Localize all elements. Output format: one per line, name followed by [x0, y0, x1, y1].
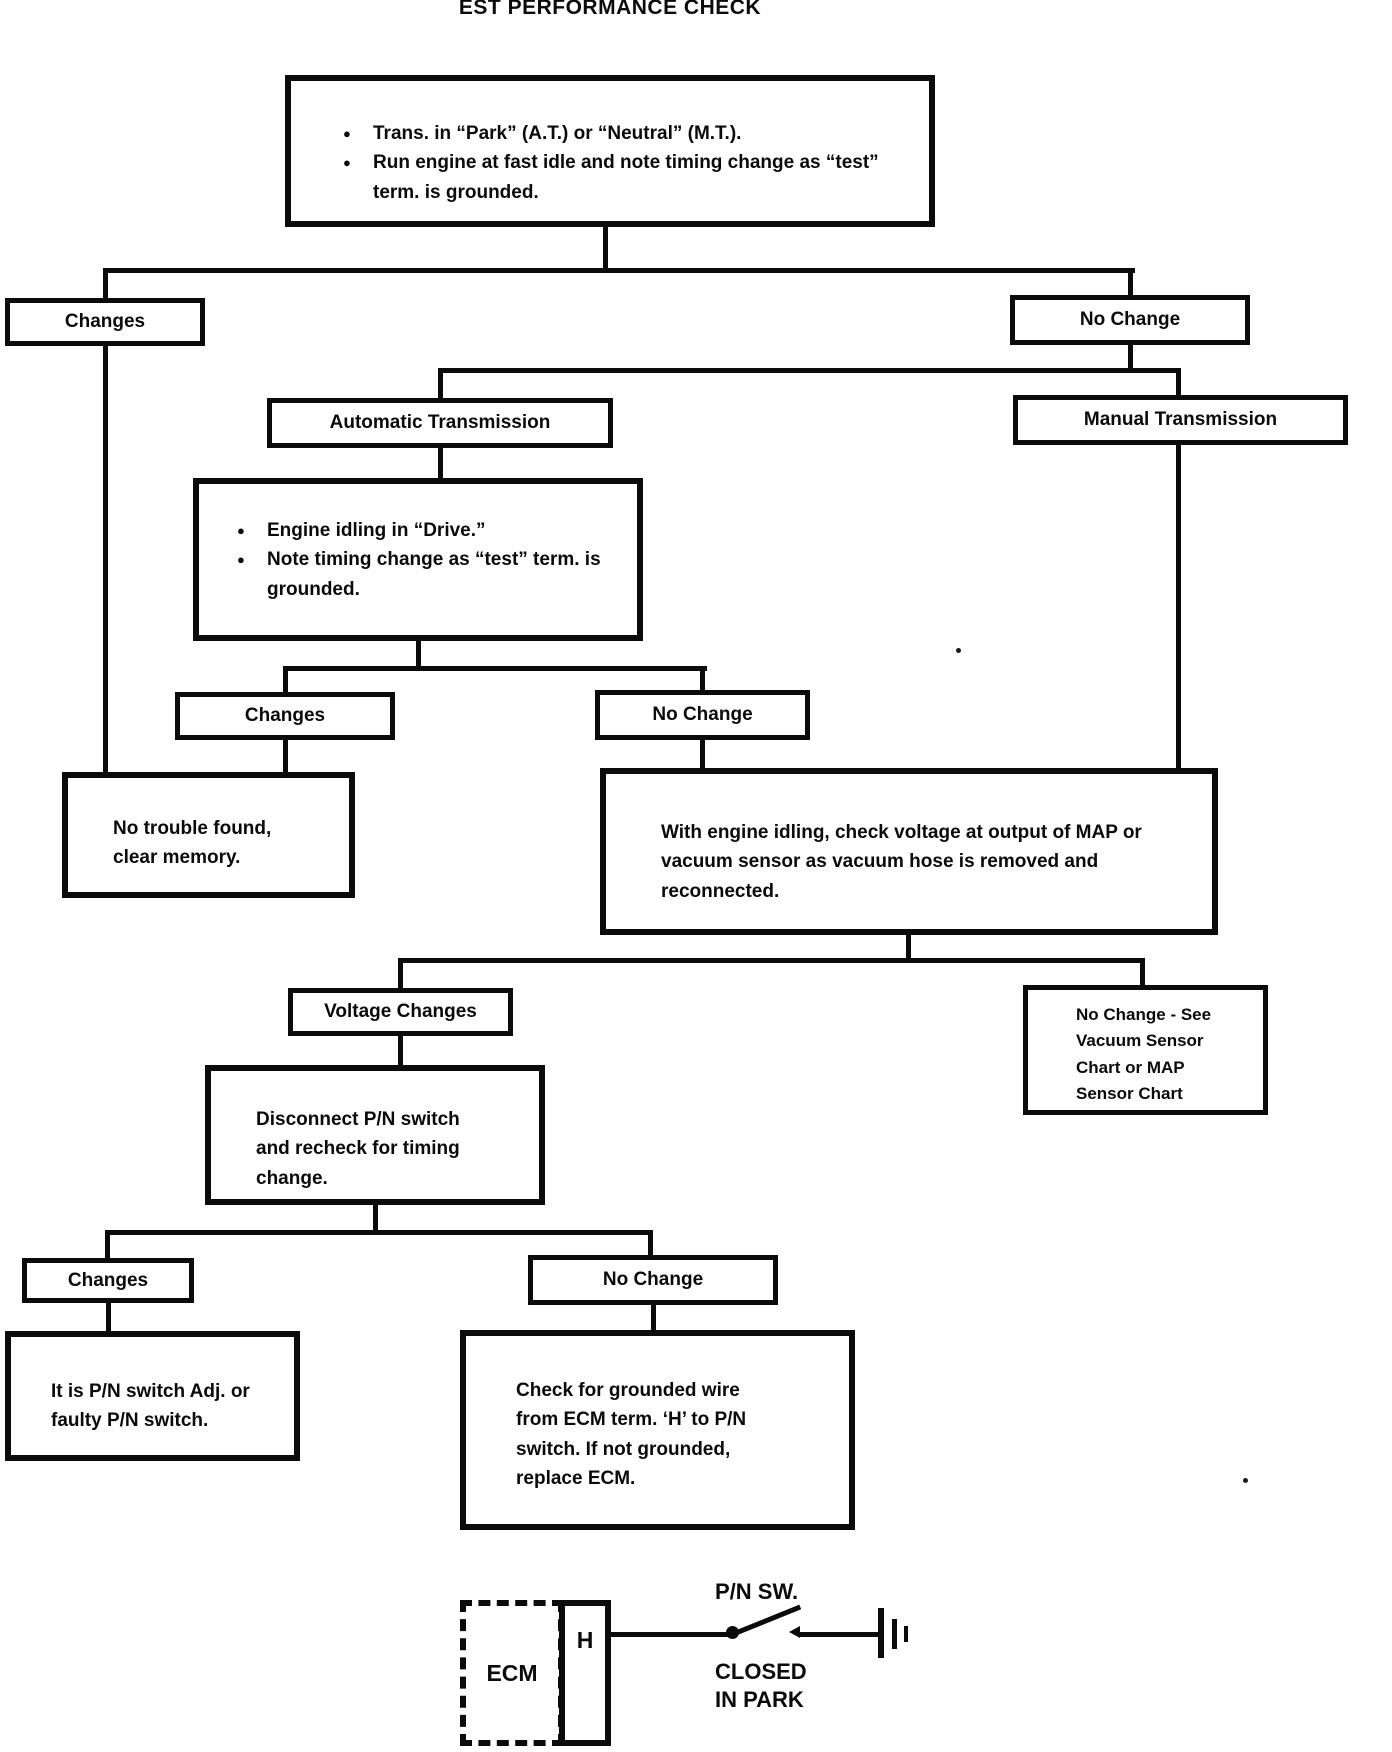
bullet-icon [343, 119, 373, 148]
h-terminal-label: H [576, 1627, 594, 1653]
connector-no-change1-stub [1128, 343, 1133, 371]
connector-branch5-left-drop [105, 1230, 110, 1260]
scan-speck [1243, 1478, 1248, 1483]
flow-node-automatic-transmission: Automatic Transmission [267, 398, 613, 448]
page-title: EST PERFORMANCE CHECK [458, 0, 762, 19]
label-no-change-1: No Change [1010, 295, 1250, 345]
label-no-change-2: No Change [595, 690, 810, 740]
drive-check-bullet-2: Note timing change as “test” term. is gr… [267, 549, 601, 600]
label-text: Automatic Transmission [329, 412, 551, 433]
connector-branch4-left-drop [398, 958, 403, 990]
drive-check-bullet-1: Engine idling in “Drive.” [267, 520, 486, 541]
label-text: Manual Transmission [1083, 409, 1278, 430]
connector-branch4-hline [398, 958, 1145, 963]
switch-state-line-2: IN PARK [715, 1686, 804, 1712]
connector-branch1-right-drop [1128, 268, 1133, 298]
label-text: No Change [602, 1269, 704, 1290]
connector-branch1-hline [103, 268, 1135, 273]
bullet-icon [237, 545, 267, 574]
bullet-icon [343, 148, 373, 177]
h-terminal-box: H [559, 1600, 611, 1746]
connector-branch5-hline [105, 1230, 653, 1235]
label-changes-3: Changes [22, 1258, 194, 1303]
connector-no-change3-to-result [651, 1303, 656, 1332]
label-changes-1: Changes [5, 298, 205, 346]
flow-node-pn-switch-adjust: It is P/N switch Adj. or faulty P/N swit… [5, 1331, 300, 1461]
connector-start-stub [603, 225, 608, 272]
connector-branch2-right-drop [1176, 368, 1181, 398]
connector-auto-to-drive-check [438, 446, 443, 481]
scan-speck [956, 648, 961, 653]
label-text: Changes [244, 705, 326, 726]
ground-symbol-bar-2 [892, 1619, 897, 1649]
closed-in-park-label: CLOSED IN PARK [715, 1658, 807, 1713]
instruction-text: Disconnect P/N switch and recheck for ti… [256, 1109, 460, 1189]
connector-branch2-hline [438, 368, 1181, 373]
flow-node-manual-transmission: Manual Transmission [1013, 395, 1348, 445]
connector-branch3-hline [283, 666, 707, 671]
result-text: No Change - See Vacuum Sensor Chart or M… [1076, 1005, 1212, 1104]
start-bullet-2: Run engine at fast idle and note timing … [373, 152, 879, 203]
flow-node-start: Trans. in “Park” (A.T.) or “Neutral” (M.… [285, 75, 935, 227]
start-bullet-1: Trans. in “Park” (A.T.) or “Neutral” (M.… [373, 123, 742, 144]
result-text: It is P/N switch Adj. or faulty P/N swit… [51, 1381, 250, 1432]
label-text: No Change [652, 704, 753, 725]
flow-node-drive-check: Engine idling in “Drive.” Note timing ch… [193, 478, 643, 641]
flow-node-no-change-see-chart: No Change - See Vacuum Sensor Chart or M… [1023, 985, 1268, 1115]
label-changes-2: Changes [175, 692, 395, 740]
ecm-box: ECM [460, 1600, 564, 1746]
switch-state-line-1: CLOSED [715, 1659, 807, 1684]
label-text: Changes [64, 311, 146, 332]
connector-branch3-left-drop [283, 666, 288, 694]
connector-no-change2-to-map-check [700, 738, 705, 770]
connector-branch3-right-drop [700, 666, 705, 692]
pn-switch-label: P/N SW. [715, 1579, 799, 1604]
label-no-change-3: No Change [528, 1255, 778, 1305]
connector-disconnect-stub [373, 1203, 378, 1235]
result-text: Check for grounded wire from ECM term. ‘… [516, 1380, 747, 1490]
connector-manual-to-map-check [1176, 443, 1181, 770]
connector-changes1-to-no-trouble [103, 344, 108, 774]
circuit-wire-left [611, 1632, 733, 1637]
connector-branch1-left-drop [103, 268, 108, 300]
flow-node-no-trouble-found: No trouble found, clear memory. [62, 772, 355, 898]
connector-changes3-to-result [106, 1301, 111, 1333]
ground-symbol-bar-3 [904, 1626, 908, 1642]
ground-symbol-bar-1 [878, 1608, 884, 1658]
connector-changes2-to-no-trouble [283, 738, 288, 774]
label-text: No Change [1079, 309, 1181, 330]
result-text: No trouble found, clear memory. [113, 818, 272, 869]
flow-node-check-grounded-wire: Check for grounded wire from ECM term. ‘… [460, 1330, 855, 1530]
flow-node-disconnect-pn-switch: Disconnect P/N switch and recheck for ti… [205, 1065, 545, 1205]
connector-drive-check-stub [416, 639, 421, 671]
connector-map-check-stub [906, 933, 911, 963]
label-text: Changes [67, 1269, 149, 1291]
switch-terminal-icon [789, 1626, 800, 1638]
connector-branch5-right-drop [648, 1230, 653, 1257]
flow-node-map-voltage-check: With engine idling, check voltage at out… [600, 768, 1218, 935]
connector-voltage-to-disconnect [398, 1034, 403, 1067]
connector-branch4-right-drop [1140, 958, 1145, 987]
circuit-wire-right [800, 1632, 878, 1637]
instruction-text: With engine idling, check voltage at out… [661, 822, 1142, 902]
label-text: Voltage Changes [324, 1001, 477, 1022]
connector-branch2-left-drop [438, 368, 443, 401]
ecm-label: ECM [486, 1659, 538, 1686]
label-voltage-changes: Voltage Changes [288, 988, 513, 1036]
bullet-icon [237, 516, 267, 545]
